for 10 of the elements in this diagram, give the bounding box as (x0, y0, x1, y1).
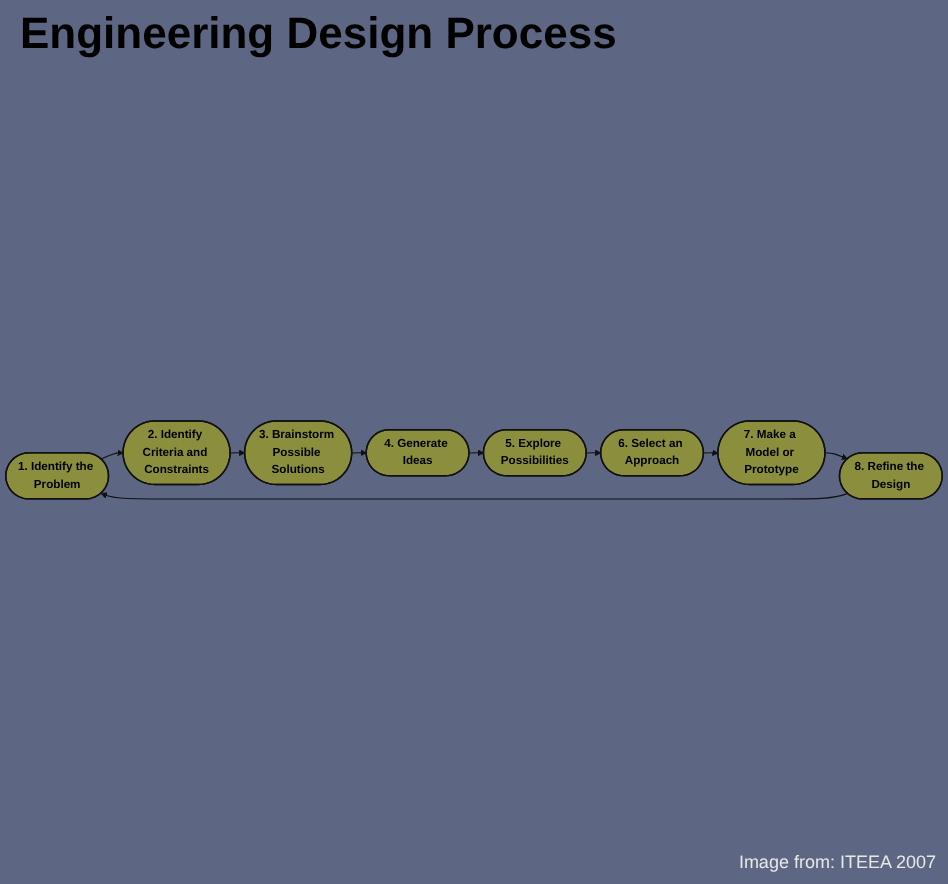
arrow (100, 449, 124, 460)
arrow (229, 449, 246, 456)
caption: Image from: ITEEA 2007 (738, 852, 936, 872)
arrow (100, 492, 849, 500)
arrow (468, 449, 485, 456)
arrow (824, 452, 848, 460)
arrow (703, 449, 719, 456)
arrow (351, 449, 367, 456)
title: Engineering Design Process (20, 8, 617, 60)
arrow (585, 449, 602, 456)
